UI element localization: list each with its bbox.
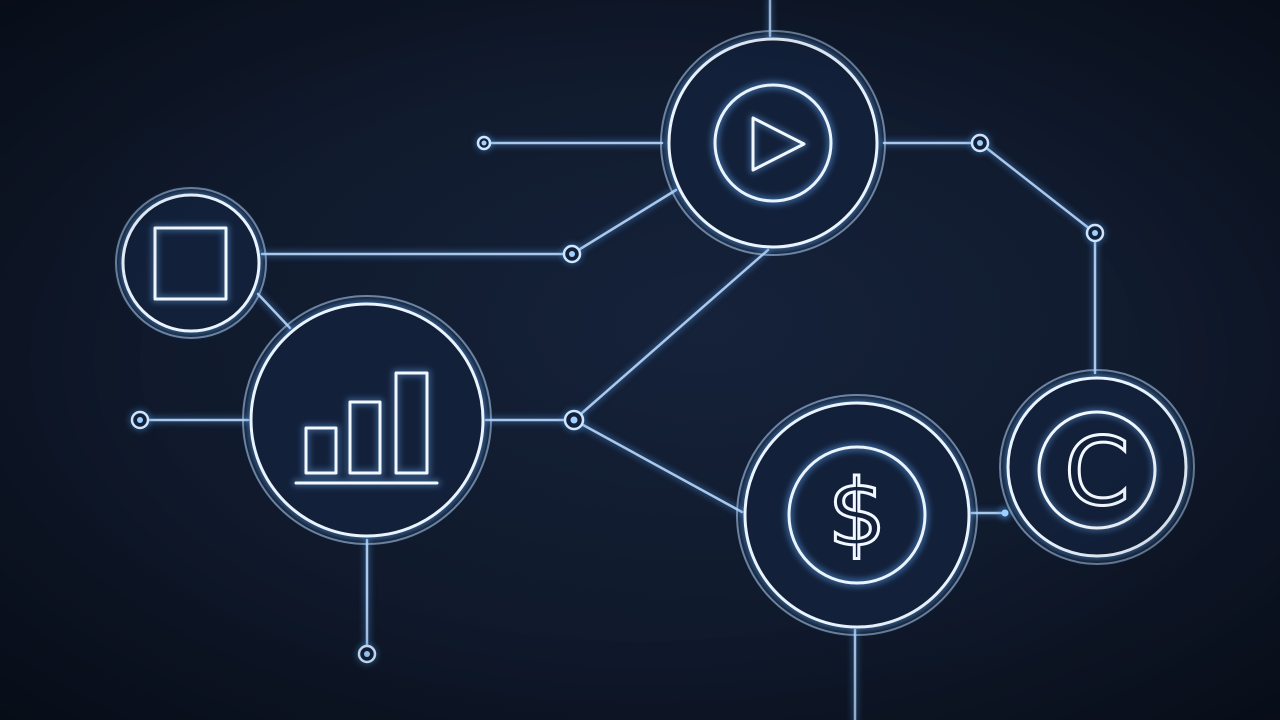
connection-lines: [138, 0, 1097, 720]
connector-junction-dollar: [572, 418, 744, 514]
bar-medium: [348, 400, 382, 475]
junction-dot: [998, 506, 1012, 520]
junction-dot: [1084, 222, 1106, 244]
dollar-node: $: [736, 394, 978, 636]
junction-dot: [969, 132, 991, 154]
stop-square-icon: [151, 224, 230, 303]
dollar-icon: $: [826, 459, 888, 569]
junction-dots: [129, 132, 1106, 665]
bar-short: [304, 426, 338, 475]
stop-node: [115, 187, 267, 339]
connector-junction-play: [570, 188, 678, 256]
bar-tall: [394, 371, 429, 475]
copyright-letter: C: [1064, 418, 1130, 527]
junction-dot: [356, 643, 378, 665]
copyright-icon: C: [1035, 408, 1159, 532]
play-icon: [749, 114, 808, 174]
play-node: [660, 30, 886, 256]
junction-dot: [562, 408, 586, 432]
junction-dot: [561, 243, 583, 265]
copyright-node: C: [999, 369, 1195, 565]
connector-stop-chart: [256, 292, 292, 330]
connector-junction-play-diagonal: [572, 248, 770, 422]
junction-dot: [129, 409, 151, 431]
junction-dot: [475, 134, 493, 152]
connector-play-copyright: [882, 141, 1097, 375]
chart-node: [242, 295, 492, 545]
dollar-symbol: $: [828, 460, 887, 567]
bar-chart-icon: [292, 369, 441, 487]
